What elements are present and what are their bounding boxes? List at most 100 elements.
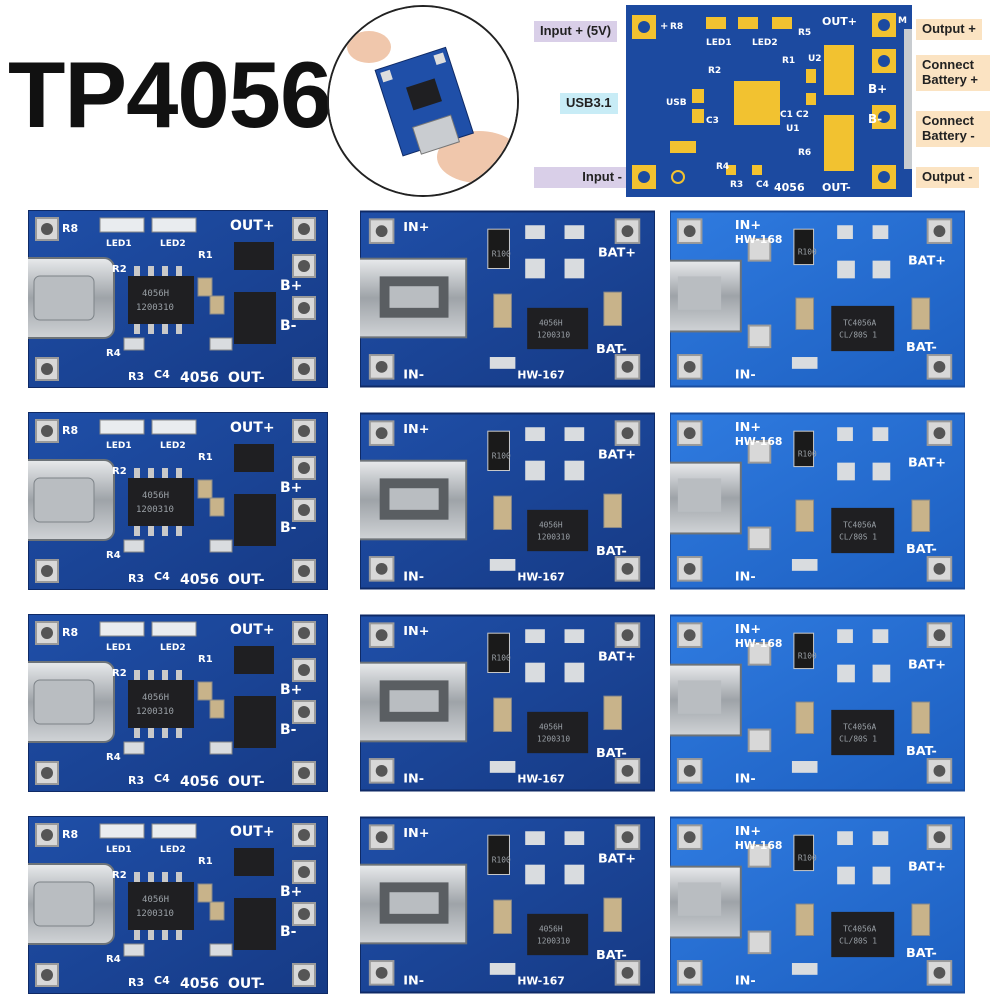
label-r4: R4 bbox=[106, 954, 121, 965]
label-out-minus: OUT- bbox=[228, 572, 265, 588]
pcb-c4: C4 bbox=[756, 180, 769, 190]
label-bat-minus: BAT- bbox=[906, 340, 937, 355]
label-model: HW-168 bbox=[735, 637, 782, 650]
label-b-minus: B- bbox=[280, 722, 297, 738]
label-model: HW-167 bbox=[517, 975, 564, 988]
chip-marking-2: 1200310 bbox=[136, 707, 174, 717]
chip-marking-1: 4056H bbox=[539, 925, 563, 934]
pcb-r4: R4 bbox=[716, 162, 729, 172]
label-connect-battery-plus: Connect Battery + bbox=[916, 55, 990, 91]
chip-marking-1: TC4056A bbox=[843, 521, 876, 530]
chip-marking-1: TC4056A bbox=[843, 925, 876, 934]
label-in-minus: IN- bbox=[735, 772, 756, 787]
label-led2: LED2 bbox=[160, 239, 186, 249]
label-out-minus: OUT- bbox=[228, 370, 265, 386]
resistor-marking: R100 bbox=[492, 654, 511, 663]
label-in-minus: IN- bbox=[403, 974, 424, 989]
label-bat-minus: BAT- bbox=[596, 948, 627, 963]
label-in-plus: IN+ bbox=[735, 824, 761, 839]
chip-marking-2: 1200310 bbox=[136, 303, 174, 313]
label-bat-plus: BAT+ bbox=[908, 658, 946, 673]
pcb-r5: R5 bbox=[798, 28, 811, 38]
label-model: HW-168 bbox=[735, 435, 782, 448]
label-r3: R3 bbox=[128, 370, 144, 383]
label-model: HW-168 bbox=[735, 839, 782, 852]
hand-holding-board-image bbox=[327, 5, 519, 197]
label-in-plus: IN+ bbox=[403, 220, 429, 235]
pcb-plus: + bbox=[660, 21, 668, 32]
label-b-plus: B+ bbox=[280, 884, 302, 900]
label-r8: R8 bbox=[62, 222, 78, 235]
label-out-minus: OUT- bbox=[228, 976, 265, 992]
label-led2: LED2 bbox=[160, 441, 186, 451]
label-bat-plus: BAT+ bbox=[598, 448, 636, 463]
label-led1: LED1 bbox=[106, 643, 132, 653]
label-bat-minus: BAT- bbox=[906, 542, 937, 557]
label-r3: R3 bbox=[128, 976, 144, 989]
resistor-marking: R100 bbox=[492, 250, 511, 259]
label-led2: LED2 bbox=[160, 643, 186, 653]
pcb-diagram: + R8 LED1 LED2 R5 OUT+ M R2 R1 U2 B+ USB… bbox=[626, 5, 912, 197]
label-usb: USB3.1 bbox=[560, 93, 618, 114]
resistor-marking: R100 bbox=[492, 452, 511, 461]
label-r4: R4 bbox=[106, 550, 121, 561]
label-model: HW-167 bbox=[517, 571, 564, 584]
label-bat-minus: BAT- bbox=[906, 744, 937, 759]
label-out-minus: OUT- bbox=[228, 774, 265, 790]
pcb-r2: R2 bbox=[708, 66, 721, 76]
label-in-plus: IN+ bbox=[735, 420, 761, 435]
label-input-minus: Input - bbox=[534, 167, 628, 188]
chip-marking-1: TC4056A bbox=[843, 319, 876, 328]
label-b-plus: B+ bbox=[280, 480, 302, 496]
label-bat-plus: BAT+ bbox=[908, 860, 946, 875]
pcb-b-plus: B+ bbox=[868, 82, 887, 96]
chip-marking-2: 1200310 bbox=[136, 909, 174, 919]
label-r2: R2 bbox=[112, 466, 127, 477]
label-bat-minus: BAT- bbox=[906, 946, 937, 961]
pcb-c1: C1 bbox=[780, 110, 793, 120]
chip-marking-1: 4056H bbox=[142, 491, 169, 501]
pcb-c3: C3 bbox=[706, 116, 719, 126]
pcb-model: 4056 bbox=[774, 181, 805, 194]
label-r1: R1 bbox=[198, 250, 213, 261]
label-b-plus: B+ bbox=[280, 682, 302, 698]
label-in-plus: IN+ bbox=[735, 622, 761, 637]
label-b-plus: B+ bbox=[280, 278, 302, 294]
page-title: TP4056 bbox=[8, 42, 332, 147]
label-in-minus: IN- bbox=[403, 570, 424, 585]
label-c4: C4 bbox=[154, 368, 170, 381]
pinout-diagram: Input + (5V) USB3.1 Input - Output + Con… bbox=[526, 5, 996, 197]
label-r8: R8 bbox=[62, 626, 78, 639]
label-out-plus: OUT+ bbox=[230, 824, 275, 840]
label-r3: R3 bbox=[128, 572, 144, 585]
chip-marking-2: CL/80S 1 bbox=[839, 532, 877, 541]
label-led1: LED1 bbox=[106, 239, 132, 249]
label-in-minus: IN- bbox=[735, 570, 756, 585]
resistor-marking: R100 bbox=[798, 652, 817, 661]
pcb-out-minus: OUT- bbox=[822, 181, 851, 194]
label-bat-plus: BAT+ bbox=[598, 246, 636, 261]
pcb-b-minus: B- bbox=[868, 112, 882, 126]
pcb-u1: U1 bbox=[786, 124, 800, 134]
chip-marking-2: 1200310 bbox=[537, 330, 570, 339]
label-b-minus: B- bbox=[280, 318, 297, 334]
pcb-c2: C2 bbox=[796, 110, 809, 120]
label-in-minus: IN- bbox=[735, 368, 756, 383]
chip-marking-1: TC4056A bbox=[843, 723, 876, 732]
label-c4: C4 bbox=[154, 570, 170, 583]
label-r8: R8 bbox=[62, 424, 78, 437]
label-bat-minus: BAT- bbox=[596, 342, 627, 357]
label-r8: R8 bbox=[62, 828, 78, 841]
label-bat-plus: BAT+ bbox=[908, 456, 946, 471]
pcb-r6: R6 bbox=[798, 148, 811, 158]
label-in-minus: IN- bbox=[403, 772, 424, 787]
label-input-plus: Input + (5V) bbox=[534, 21, 618, 42]
chip-marking-1: 4056H bbox=[142, 895, 169, 905]
